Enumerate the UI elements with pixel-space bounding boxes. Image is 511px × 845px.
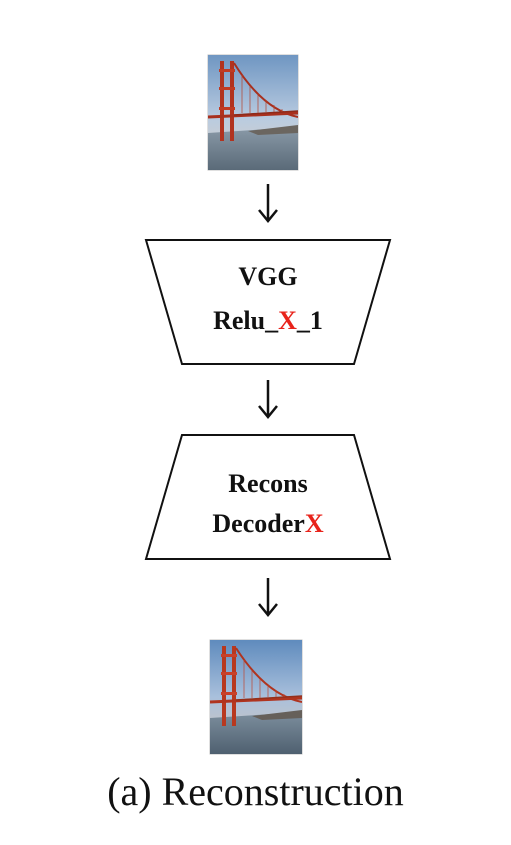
decoder-label-prefix: Decoder [212, 509, 305, 538]
decoder-trapezoid-shape [144, 434, 392, 560]
figure-caption: (a) Reconstruction [107, 769, 404, 814]
down-arrow-icon [255, 378, 281, 420]
encoder-label-prefix: Relu_ [213, 306, 279, 335]
input-image [208, 55, 298, 170]
encoder-label-line2: Relu_X_1 [144, 306, 392, 336]
encoder-trapezoid-shape [144, 239, 392, 365]
encoder-label-var: X [278, 306, 297, 335]
decoder-label-line1: Recons [228, 469, 308, 498]
decoder-label-var: X [304, 509, 324, 538]
down-arrow-icon [255, 576, 281, 618]
output-image [210, 640, 302, 754]
vgg-encoder-block: VGG Relu_X_1 [144, 238, 392, 366]
encoder-label-line1: VGG [238, 262, 298, 291]
recons-decoder-block: Recons DecoderX [144, 433, 392, 561]
encoder-label-suffix: _1 [296, 306, 323, 335]
decoder-label-line2: DecoderX [144, 509, 392, 539]
golden-gate-bridge-icon [208, 55, 298, 170]
golden-gate-bridge-icon [210, 640, 302, 754]
down-arrow-icon [255, 182, 281, 224]
